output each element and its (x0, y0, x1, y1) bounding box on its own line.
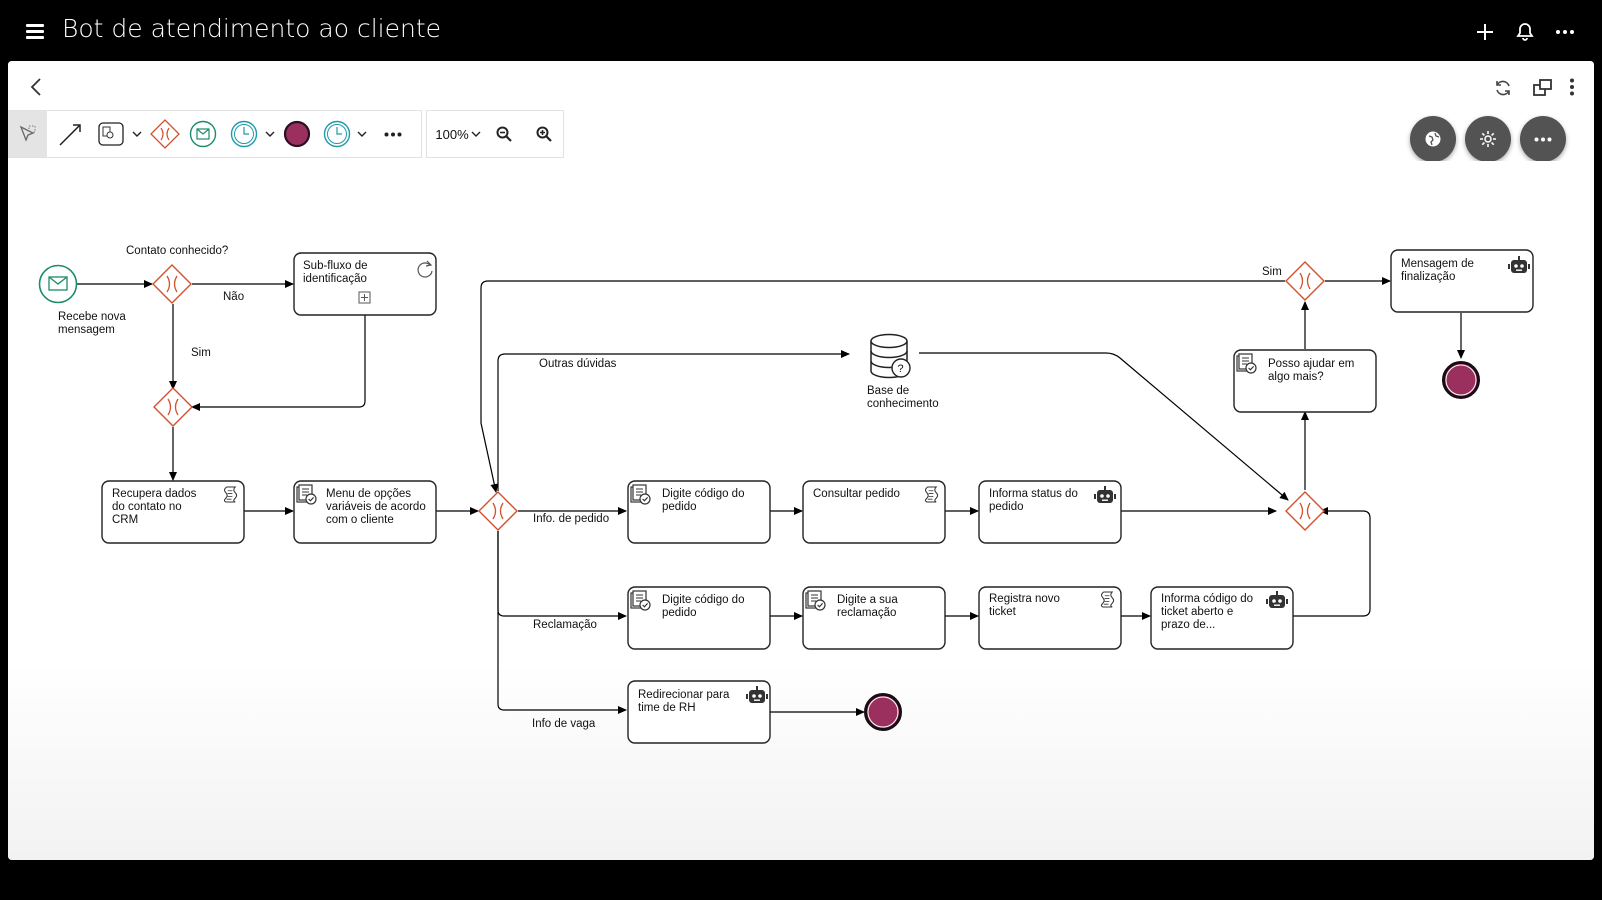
intermediate-timer-tool[interactable] (322, 119, 352, 149)
gateway-ajuda-final[interactable] (1285, 261, 1325, 301)
flow-subflow-to-merge[interactable] (191, 315, 366, 411)
flow-informa-ticket-to-merge[interactable] (1292, 507, 1371, 617)
more-options-button[interactable] (1520, 116, 1566, 162)
globe-button[interactable] (1410, 116, 1456, 162)
more-vertical-icon[interactable] (1564, 75, 1580, 99)
flow-loop-back-to-menu[interactable] (480, 280, 1285, 493)
flow-base-to-merge[interactable] (919, 352, 1289, 501)
message-event-tool[interactable] (188, 119, 218, 149)
gateway-contato-label: Contato conhecido? (126, 245, 228, 257)
gateway-tool[interactable] (148, 117, 182, 151)
gateway-contato-conhecido[interactable] (152, 264, 192, 304)
more-horizontal-icon[interactable] (1551, 18, 1579, 46)
hamburger-icon[interactable] (26, 24, 44, 39)
select-tool[interactable] (8, 111, 47, 157)
gateway-merge-contact[interactable] (153, 387, 193, 427)
connector-tool[interactable] (54, 116, 88, 152)
task-consultar-pedido[interactable]: Consultar pedido (802, 480, 946, 544)
chevron-left-icon[interactable] (24, 75, 48, 99)
diagram-canvas[interactable]: Não Sim Outras dúvidas Info. de pedido R… (8, 161, 1594, 860)
zoom-in-icon[interactable] (531, 122, 557, 146)
subprocess-loop-icon (417, 260, 433, 278)
expand-subprocess-icon (358, 291, 371, 304)
question-icon: ? (898, 363, 904, 375)
edge-label-sim-final: Sim (1262, 266, 1282, 278)
palette-toolbar (8, 110, 422, 158)
end-event-tool[interactable] (282, 119, 312, 149)
app-title: Bot de atendimento ao cliente (62, 14, 442, 43)
edge-label-info-pedido: Info. de pedido (533, 513, 609, 525)
zoom-value: 100% (435, 126, 469, 142)
datastore-base-conhecimento[interactable]: ? (870, 333, 911, 379)
end-event-finalizacao[interactable] (1442, 361, 1480, 399)
editor-window: 100% (8, 61, 1594, 860)
new-window-icon[interactable] (1532, 77, 1554, 99)
edge-label-info-vaga: Info de vaga (532, 718, 596, 730)
refresh-icon[interactable] (1492, 77, 1514, 99)
timer-dropdown-chevron-icon[interactable] (262, 122, 278, 146)
task-tool[interactable] (96, 118, 126, 150)
edge-label-outras-duvidas: Outras dúvidas (539, 358, 617, 370)
edge-label-reclamacao: Reclamação (533, 619, 597, 631)
flow-outras-duvidas[interactable] (497, 350, 850, 491)
intermediate-dropdown-chevron-icon[interactable] (354, 122, 370, 146)
envelope-icon (48, 276, 68, 291)
timer-event-tool[interactable] (229, 119, 259, 149)
zoom-out-icon[interactable] (491, 122, 517, 146)
svg-text:Consultar pedido: Consultar pedido (813, 488, 900, 500)
flow-info-vaga[interactable] (497, 531, 627, 714)
edge-label-nao: Não (223, 291, 244, 303)
edge-label-sim: Sim (191, 347, 211, 359)
task-dropdown-chevron-icon[interactable] (129, 122, 145, 146)
zoom-select[interactable]: 100% (433, 122, 483, 146)
zoom-toolbar: 100% (426, 110, 564, 158)
gateway-merge-flows[interactable] (1285, 491, 1325, 531)
app-topbar: Bot de atendimento ao cliente (0, 0, 1602, 61)
globe-icon (1425, 131, 1441, 147)
gateway-menu-options[interactable] (478, 491, 518, 531)
flow-reclamacao[interactable] (497, 531, 627, 620)
more-horizontal-icon (1534, 137, 1552, 141)
more-tools-icon[interactable] (378, 122, 408, 146)
gear-icon (1480, 131, 1496, 147)
end-event-rh[interactable] (864, 693, 902, 731)
plus-icon[interactable] (1471, 18, 1499, 46)
settings-button[interactable] (1465, 116, 1511, 162)
window-header (8, 61, 1594, 111)
start-event-message[interactable] (38, 264, 78, 304)
connectors (76, 277, 1465, 716)
bell-icon[interactable] (1511, 18, 1539, 46)
